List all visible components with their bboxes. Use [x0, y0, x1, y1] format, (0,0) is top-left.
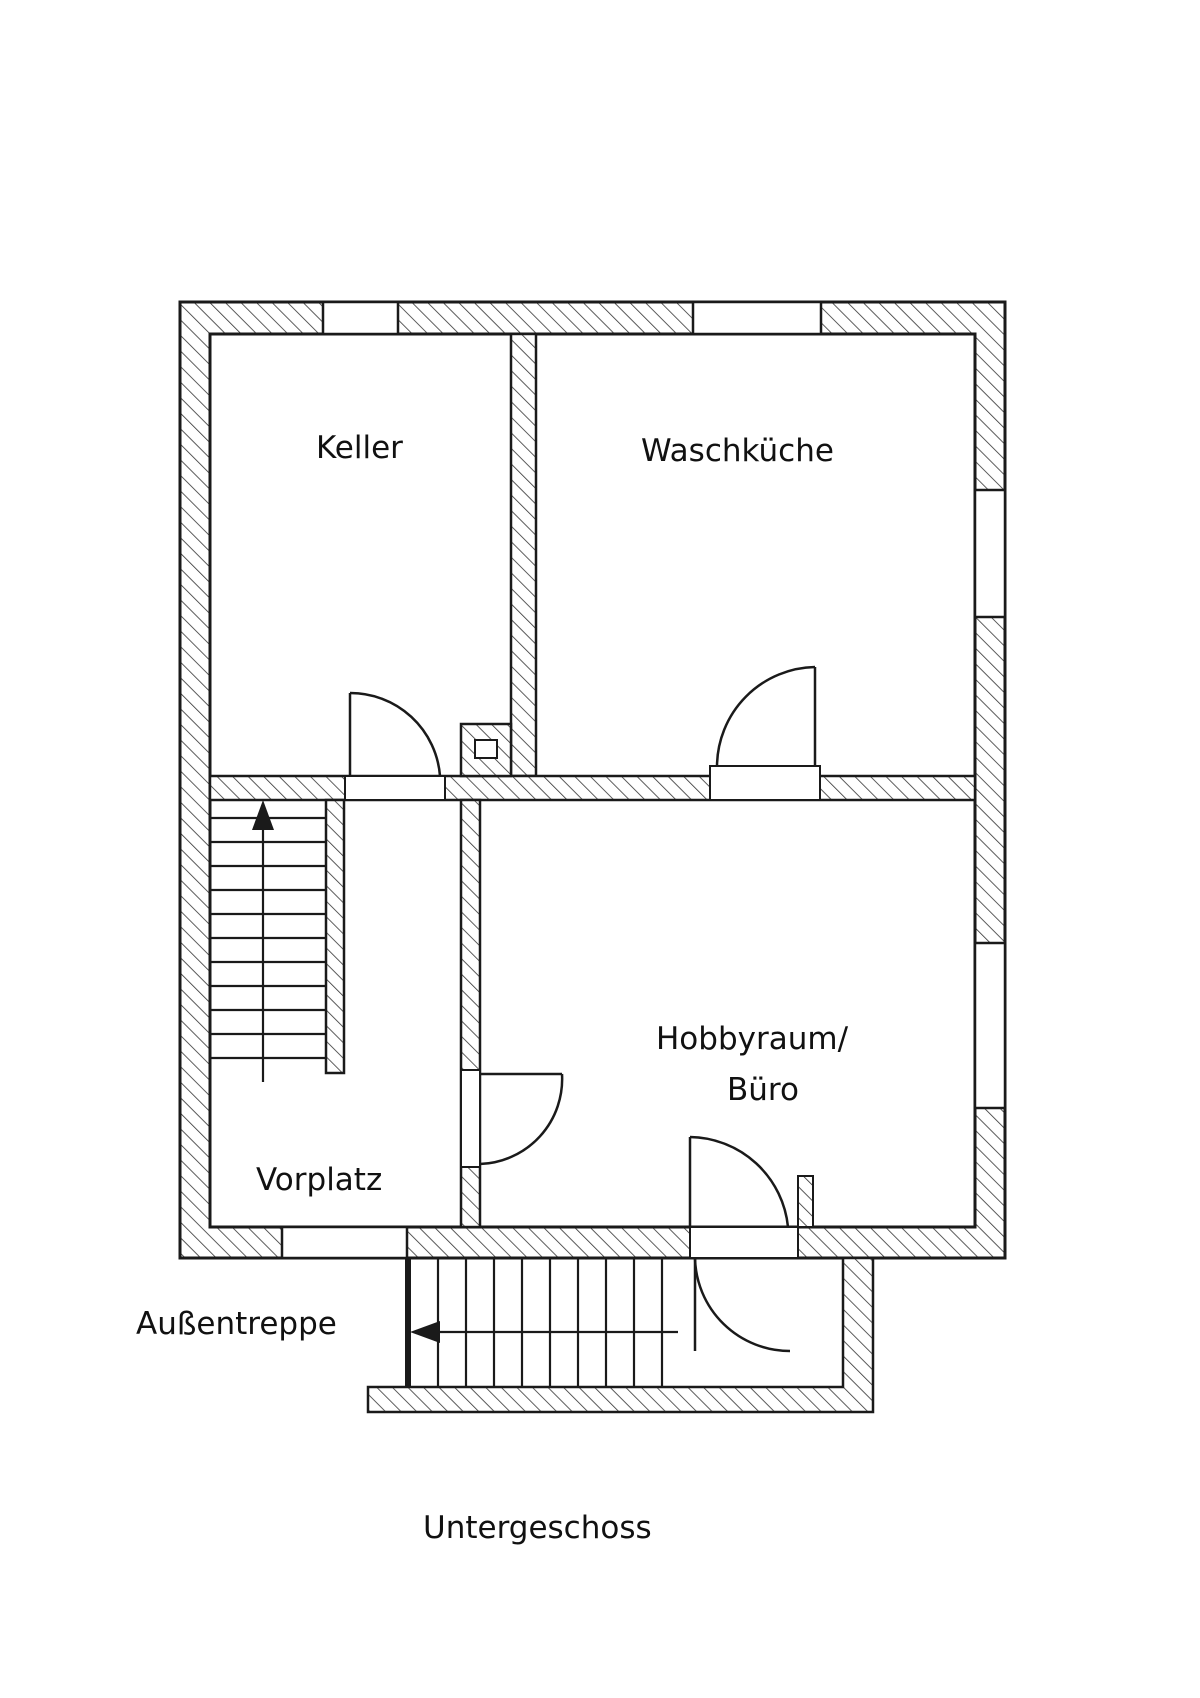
door-opening-exterior — [689, 1226, 799, 1259]
door-exterior — [688, 1135, 791, 1353]
door-opening-waschkueche — [709, 765, 821, 801]
wall-keller-waschkueche — [509, 332, 538, 778]
room-label-hobbyraum-line1: Hobbyraum/ — [656, 1021, 849, 1057]
room-label-keller: Keller — [316, 430, 403, 466]
stair-down-arrow-icon — [410, 1321, 440, 1343]
room-label-hobbyraum-line2: Büro — [727, 1072, 799, 1108]
window-hobbyraum-right — [973, 941, 1007, 1110]
window-vorplatz-bottom — [280, 1225, 409, 1260]
door-keller — [348, 691, 442, 777]
plan-title: Untergeschoss — [423, 1510, 652, 1546]
door-opening-keller — [344, 775, 446, 801]
door-opening-hobbyraum-left — [460, 1069, 481, 1168]
pillar — [797, 1175, 814, 1228]
wall-horizontal-middle — [208, 774, 977, 802]
room-label-vorplatz: Vorplatz — [256, 1162, 383, 1198]
outdoor-staircase — [428, 1258, 678, 1387]
chimney-flue — [474, 739, 498, 759]
door-waschkueche — [715, 665, 817, 767]
interior-staircase — [210, 816, 326, 1082]
wall-staircase-side — [324, 798, 346, 1075]
window-waschkueche-right — [973, 488, 1007, 619]
outdoor-stair-label: Außentreppe — [136, 1306, 337, 1342]
room-label-waschkueche: Waschküche — [641, 433, 834, 469]
outdoor-stair-wall — [366, 1256, 875, 1414]
door-hobbyraum-left — [479, 1072, 564, 1166]
window-keller — [321, 300, 400, 336]
window-waschkueche-top — [691, 300, 823, 336]
outdoor-stair-left-wall — [405, 1258, 411, 1387]
stair-up-arrow-icon — [252, 800, 274, 830]
